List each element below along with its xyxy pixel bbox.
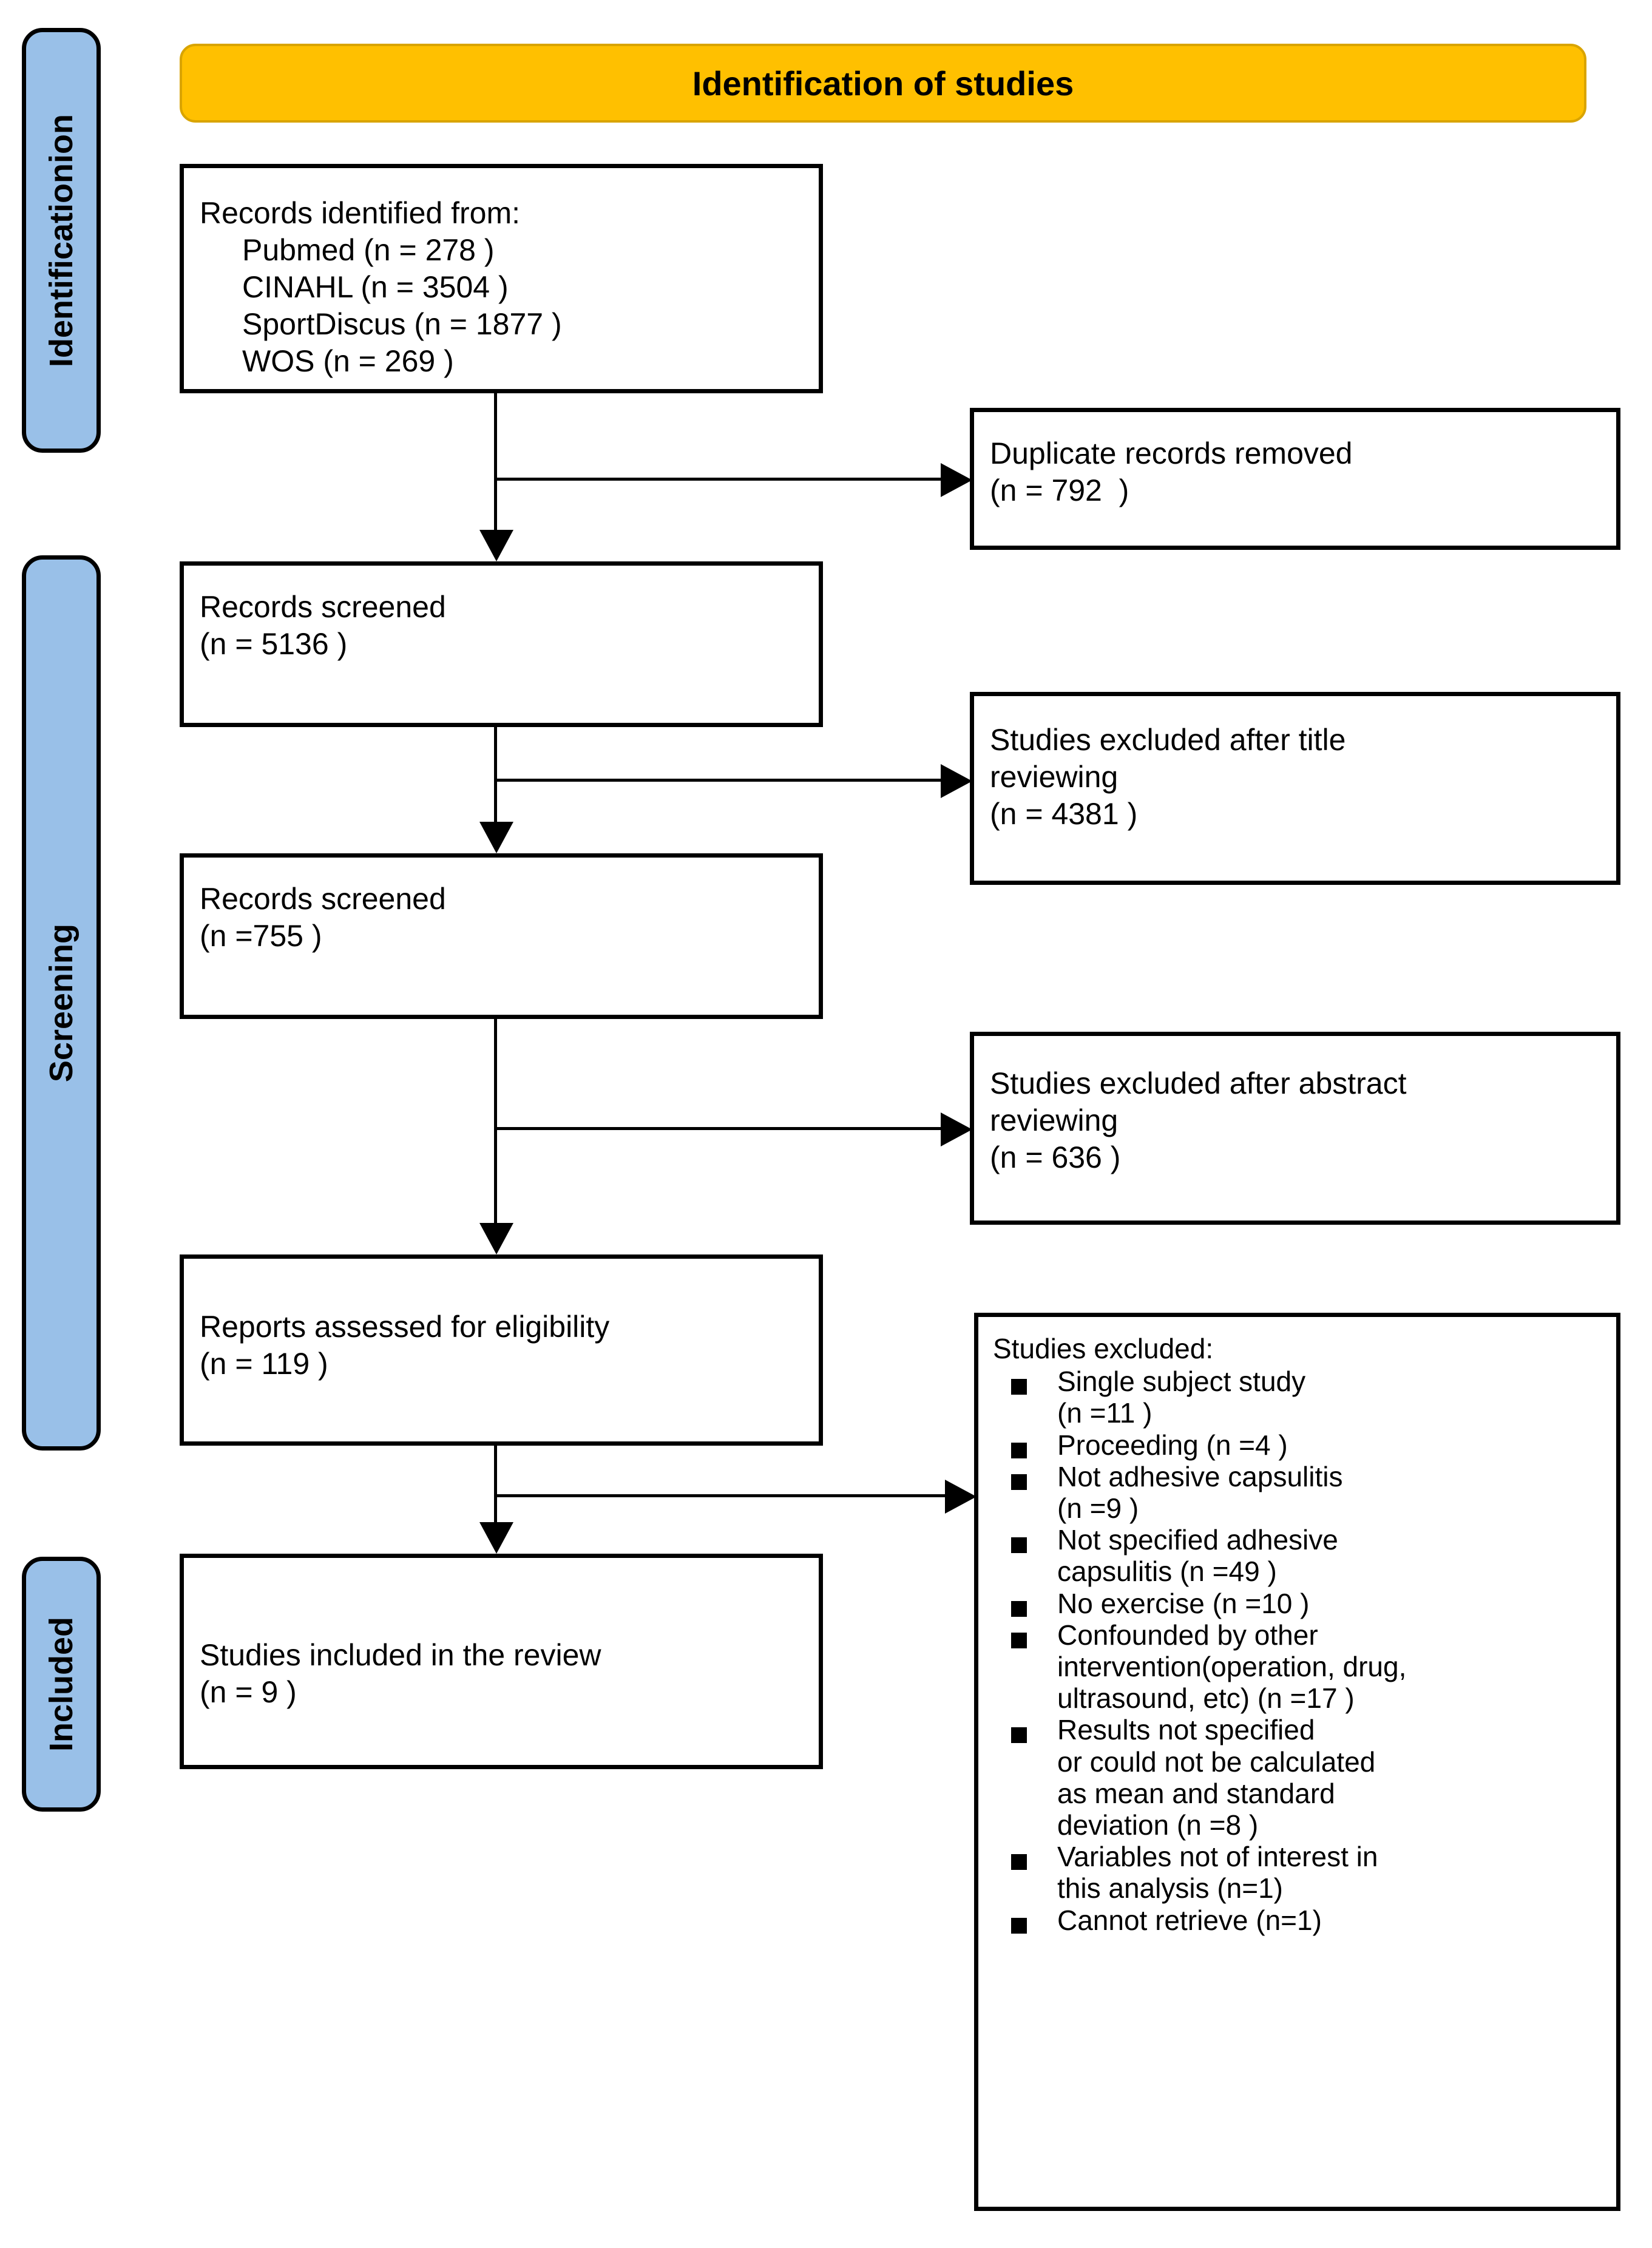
records-screened-2-box: Records screened (n =755 ) [180,853,823,1019]
square-bullet-icon [1011,1854,1027,1871]
records-screened-1-box: Records screened (n = 5136 ) [180,561,823,727]
connector-identified-to-screened1 [494,393,497,530]
square-bullet-icon [1011,1474,1027,1490]
list-item: Proceeding (n =4 ) [993,1429,1604,1461]
arrow-identified-to-duplicates [941,463,972,497]
list-item: Confounded by other intervention(operati… [993,1619,1604,1715]
arrow-screened2-to-eligibility [479,1223,513,1254]
records-identified-line-2: CINAHL (n = 3504 ) [242,270,509,304]
list-item-label: Confounded by other intervention(operati… [1057,1619,1407,1715]
identification-banner-label: Identification of studies [692,64,1074,103]
square-bullet-icon [1011,1917,1027,1934]
square-bullet-icon [1011,1537,1027,1554]
studies-included-box: Studies included in the review (n = 9 ) [180,1554,823,1769]
records-identified-line-4: WOS (n = 269 ) [242,344,454,378]
list-item: Not specified adhesive capsulitis (n =49… [993,1524,1604,1587]
included-line-0: Studies included in the review [200,1638,601,1672]
records-identified-line-3: SportDiscus (n = 1877 ) [242,307,562,341]
studies-excluded-abstract-box: Studies excluded after abstract reviewin… [970,1032,1620,1225]
records-identified-line-1: Pubmed (n = 278 ) [242,233,495,267]
excluded-abstract-line-1: reviewing [990,1103,1119,1137]
list-item: No exercise (n =10 ) [993,1588,1604,1619]
arrow-eligibility-to-excluded-list [945,1480,977,1514]
list-item: Cannot retrieve (n=1) [993,1904,1604,1936]
phase-band-screening: Screening [22,555,101,1451]
records-screened-2-line-0: Records screened [200,882,446,916]
excluded-title-line-0: Studies excluded after title [990,723,1346,757]
records-screened-2-line-1: (n =755 ) [200,919,322,953]
list-item: Not adhesive capsulitis (n =9 ) [993,1461,1604,1524]
list-item-label: Not specified adhesive capsulitis (n =49… [1057,1524,1338,1588]
included-line-1: (n = 9 ) [200,1675,297,1709]
list-item-label: Proceeding (n =4 ) [1057,1429,1288,1461]
arrow-screened2-to-excluded-abstract [941,1112,972,1146]
arrow-screened1-to-screened2 [479,822,513,853]
phase-band-identification: Identificationion [22,28,101,453]
arrow-identified-to-screened1 [479,530,513,561]
connector-screened1-to-excluded-title [494,779,953,782]
list-item-label: Not adhesive capsulitis (n =9 ) [1057,1460,1343,1525]
excluded-abstract-line-2: (n = 636 ) [990,1140,1121,1174]
connector-screened2-to-eligibility [494,1019,497,1223]
excluded-title-line-1: reviewing [990,760,1119,794]
records-identified-line-0: Records identified from: [200,196,521,230]
square-bullet-icon [1011,1379,1027,1395]
duplicate-records-removed-box: Duplicate records removed (n = 792 ) [970,408,1620,550]
list-item: Results not specified or could not be ca… [993,1714,1604,1841]
square-bullet-icon [1011,1727,1027,1744]
arrow-screened1-to-excluded-title [941,764,972,798]
list-item: Variables not of interest in this analys… [993,1841,1604,1904]
square-bullet-icon [1011,1632,1027,1648]
list-item-label: No exercise (n =10 ) [1057,1587,1310,1619]
list-item-label: Results not specified or could not be ca… [1057,1714,1376,1841]
connector-eligibility-to-excluded-list [494,1494,957,1497]
records-screened-1-line-1: (n = 5136 ) [200,627,348,661]
phase-band-included-label: Included [43,1616,80,1752]
arrow-eligibility-to-included [479,1522,513,1554]
studies-excluded-list-title: Studies excluded: [993,1333,1214,1364]
connector-eligibility-to-included [494,1446,497,1522]
eligibility-line-1: (n = 119 ) [200,1347,328,1381]
duplicate-records-line-0: Duplicate records removed [990,436,1353,470]
connector-screened1-to-screened2 [494,727,497,822]
excluded-abstract-line-0: Studies excluded after abstract [990,1066,1407,1100]
identification-banner: Identification of studies [180,44,1586,123]
connector-screened2-to-excluded-abstract [494,1127,953,1130]
square-bullet-icon [1011,1442,1027,1458]
list-item-label: Cannot retrieve (n=1) [1057,1904,1322,1936]
square-bullet-icon [1011,1600,1027,1617]
excluded-title-line-2: (n = 4381 ) [990,797,1138,831]
records-identified-box: Records identified from: Pubmed (n = 278… [180,164,823,393]
duplicate-records-line-1: (n = 792 ) [990,473,1129,507]
studies-excluded-list-box: Studies excluded: Single subject study (… [974,1313,1620,2211]
phase-band-identification-label: Identificationion [43,113,80,367]
reports-assessed-eligibility-box: Reports assessed for eligibility (n = 11… [180,1254,823,1446]
connector-identified-to-duplicates [494,478,953,481]
studies-excluded-title-box: Studies excluded after title reviewing (… [970,692,1620,885]
list-item-label: Variables not of interest in this analys… [1057,1841,1378,1904]
phase-band-included: Included [22,1557,101,1812]
list-item: Single subject study (n =11 ) [993,1366,1604,1429]
eligibility-line-0: Reports assessed for eligibility [200,1310,610,1344]
phase-band-screening-label: Screening [43,923,80,1083]
records-screened-1-line-0: Records screened [200,590,446,624]
list-item-label: Single subject study (n =11 ) [1057,1366,1306,1429]
